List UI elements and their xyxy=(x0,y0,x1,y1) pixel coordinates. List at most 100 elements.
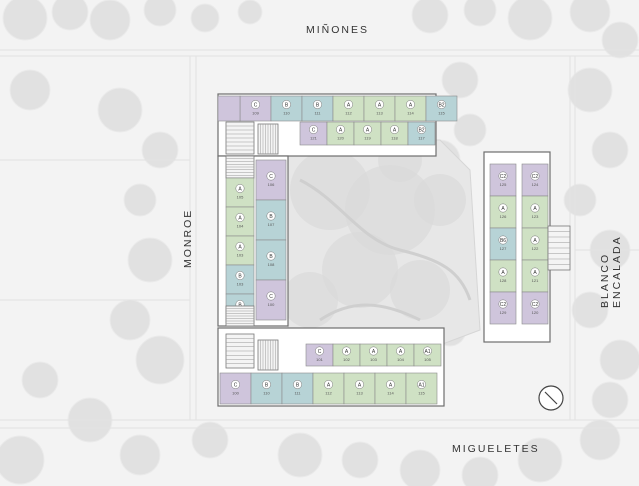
unit-badge xyxy=(266,251,276,261)
tree-icon xyxy=(97,87,143,133)
tree-icon xyxy=(601,21,639,59)
unit-badge xyxy=(530,235,540,245)
tree-icon xyxy=(461,456,499,486)
unit-badge xyxy=(417,125,426,134)
unit-number: 110 xyxy=(263,391,270,396)
unit-badge xyxy=(251,100,260,109)
unit-type: B xyxy=(238,273,242,279)
tree-icon xyxy=(341,441,379,479)
unit-badge xyxy=(235,213,245,222)
unit-south-bottom-4[interactable]: A 113 xyxy=(343,372,376,405)
unit-number: 100 xyxy=(232,391,239,396)
unit-type: A xyxy=(389,382,393,388)
unit-type: C2 xyxy=(500,302,507,308)
unit-number: 127 xyxy=(500,246,507,251)
unit-type: B6 xyxy=(500,238,506,244)
unit-type: A xyxy=(399,349,403,355)
unit-badge xyxy=(282,100,291,109)
unit-badge xyxy=(344,100,353,109)
unit-type: A xyxy=(533,238,537,244)
unit-badge xyxy=(355,380,364,389)
tree-icon xyxy=(89,0,131,41)
unit-number: 102 xyxy=(343,357,350,362)
unit-number: 113 xyxy=(376,111,383,116)
tree-icon xyxy=(127,237,173,283)
tree-icon xyxy=(21,361,59,399)
unit-number: 108 xyxy=(268,262,275,267)
unit-type: A xyxy=(358,382,362,388)
unit-type: C xyxy=(254,102,258,108)
unit-number: 129 xyxy=(500,310,507,315)
garden-path xyxy=(299,178,472,301)
unit-east-left-3[interactable]: A 128 xyxy=(489,259,517,293)
tree-icon xyxy=(453,113,487,147)
unit-badge xyxy=(262,380,271,389)
street-label-south: MIGUELETES xyxy=(452,443,540,455)
garden-vegetation xyxy=(390,260,450,320)
garden-vegetation xyxy=(282,272,338,328)
unit-number: 104 xyxy=(397,357,404,362)
unit-type: A xyxy=(409,102,413,108)
unit-number: 107 xyxy=(268,222,275,227)
unit-number: 128 xyxy=(500,278,507,283)
unit-badge xyxy=(498,235,508,245)
unit-badge xyxy=(530,299,540,309)
unit-number: 121 xyxy=(532,278,539,283)
unit-number: 113 xyxy=(356,391,363,396)
unit-type: A xyxy=(238,215,242,221)
unit-type: C xyxy=(318,349,322,355)
unit-type: C xyxy=(269,174,273,180)
unit-south-top-3[interactable]: A 104 xyxy=(386,343,415,367)
unit-badge xyxy=(498,171,508,181)
unit-type: B xyxy=(296,382,300,388)
unit-badge xyxy=(293,380,302,389)
garden-vegetation xyxy=(322,232,398,308)
unit-type: A xyxy=(366,127,370,133)
unit-type: A1 xyxy=(418,382,424,388)
tree-icon xyxy=(2,0,48,41)
unit-type: A xyxy=(378,102,382,108)
unit-type: A xyxy=(501,270,505,276)
unit-north-top-4[interactable]: A 113 xyxy=(363,95,396,122)
